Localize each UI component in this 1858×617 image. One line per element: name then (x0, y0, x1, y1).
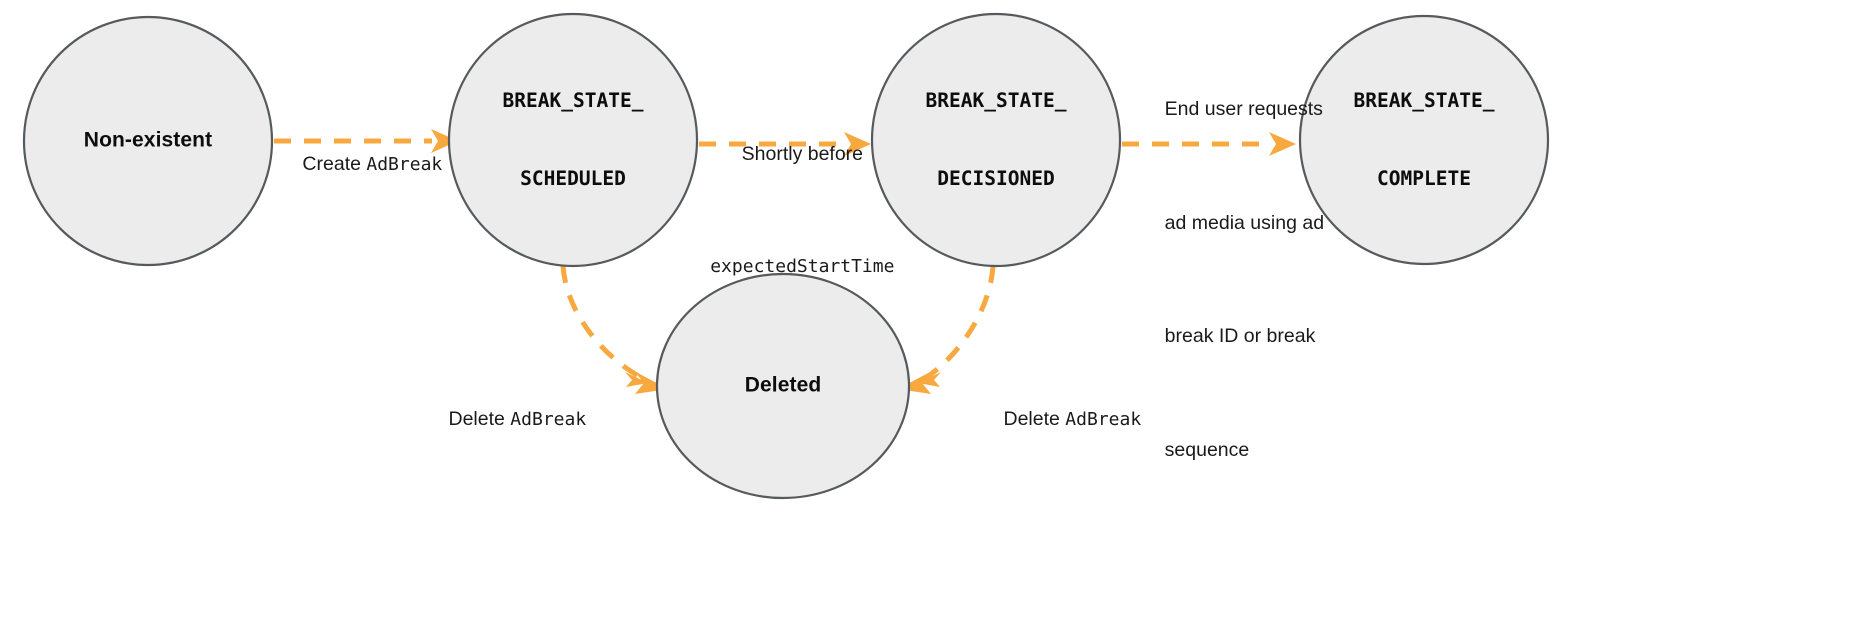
edge-delete-from-scheduled (560, 265, 668, 394)
node-deleted[interactable] (655, 272, 911, 500)
arrowhead-tail-icon (918, 372, 941, 387)
node-break-state-decisioned[interactable] (870, 12, 1122, 268)
edge-create-adbreak (274, 129, 458, 153)
arrowhead-tail-icon (625, 372, 648, 387)
edge-end-user-requests (1122, 132, 1296, 156)
arrowhead-icon (431, 129, 458, 153)
edge-shortly-before (699, 132, 871, 156)
node-non-existent[interactable] (22, 15, 274, 267)
node-break-state-complete[interactable] (1298, 14, 1550, 266)
edge-delete-from-decisioned (898, 265, 996, 394)
node-break-state-scheduled[interactable] (447, 12, 699, 268)
edge-line (560, 265, 646, 382)
edge-line (922, 265, 996, 382)
arrowhead-icon (844, 132, 871, 156)
arrowhead-icon (1269, 132, 1296, 156)
